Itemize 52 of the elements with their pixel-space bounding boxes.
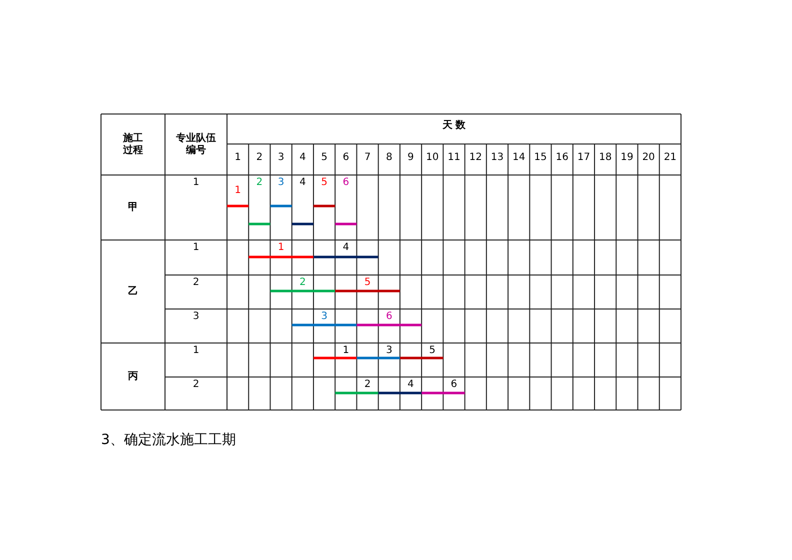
day-number: 7: [364, 152, 371, 164]
day-number: 10: [426, 152, 439, 164]
process-name: 乙: [128, 286, 138, 298]
day-number: 13: [490, 152, 504, 164]
team-number: 1: [192, 242, 200, 254]
day-number: 11: [448, 152, 460, 164]
bar-number: 2: [364, 379, 371, 391]
team-number: 1: [192, 177, 200, 189]
team-number: 1: [192, 345, 200, 357]
bar-number: 4: [408, 379, 414, 391]
day-number: 16: [556, 152, 568, 164]
day-number: 9: [408, 152, 414, 164]
team-number: 2: [192, 379, 200, 391]
day-number: 15: [534, 152, 547, 164]
bar-number: 3: [278, 177, 284, 189]
day-number: 2: [256, 152, 263, 164]
bar-number: 1: [342, 345, 350, 357]
day-number: 12: [469, 152, 482, 164]
bar-number: 3: [386, 345, 392, 357]
bar-number: 6: [386, 311, 392, 323]
day-number: 1: [234, 152, 241, 164]
day-number: 3: [278, 152, 284, 164]
day-number: 14: [512, 152, 526, 164]
day-number: 6: [342, 152, 350, 164]
table-header: 天 数: [442, 120, 466, 132]
bar-number: 4: [342, 242, 350, 254]
day-number: 17: [577, 152, 590, 164]
bar-number: 1: [278, 242, 284, 254]
bar-number: 5: [321, 177, 328, 189]
bar-number: 5: [364, 277, 371, 289]
day-number: 19: [620, 152, 634, 164]
day-number: 20: [642, 152, 655, 164]
bar-number: 3: [321, 311, 328, 323]
bar-number: 4: [299, 177, 306, 189]
bar-number: 2: [256, 177, 263, 189]
team-number: 3: [192, 311, 200, 323]
day-number: 8: [386, 152, 392, 164]
bar-number: 6: [450, 379, 458, 391]
day-number: 5: [321, 152, 328, 164]
process-name: 丙: [128, 370, 138, 382]
process-name: 甲: [128, 202, 138, 214]
team-number: 2: [192, 277, 200, 289]
table-header: 施工过程: [122, 132, 144, 156]
bar-number: 2: [299, 277, 306, 289]
bar-number: 5: [429, 345, 436, 357]
day-number: 18: [598, 152, 612, 164]
caption: 3、确定流水施工工期: [101, 431, 236, 449]
bar-number: 1: [234, 185, 241, 197]
day-number: 21: [664, 152, 677, 164]
bar-number: 6: [342, 177, 350, 189]
table-header: 专业队伍编号: [175, 132, 217, 156]
day-number: 4: [299, 152, 306, 164]
